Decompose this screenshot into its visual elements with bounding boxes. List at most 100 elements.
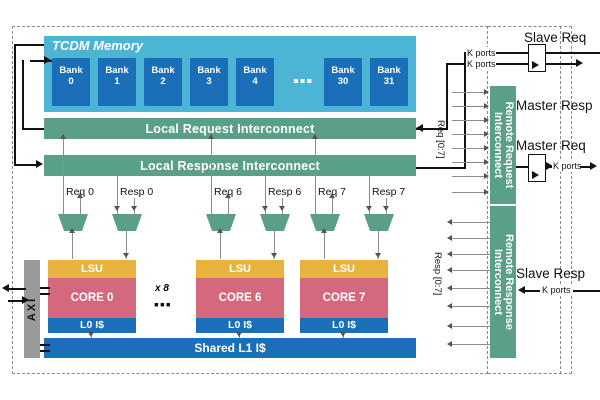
remote-response-line1: Remote Response: [503, 234, 515, 330]
tile-7-resp-mux: [364, 214, 394, 231]
tile-0-resp-mux: [112, 214, 142, 231]
memory-bank-31: Bank 31: [370, 58, 408, 106]
remote-resp-output-3: [452, 270, 490, 272]
buffer-triangle-icon: [532, 171, 539, 179]
slave-resp-arrow: [518, 286, 525, 294]
bank-label: Bank: [105, 65, 129, 76]
shared-l1-icache: Shared L1 I$: [44, 338, 416, 358]
remote-req-input-arrow-5: [484, 159, 489, 165]
bank-label: Bank: [331, 65, 355, 76]
tile-0-lsu-req-arrow: [69, 228, 75, 233]
wire-req-corner: [30, 60, 32, 62]
chip-edge-divider: [560, 26, 561, 374]
remote-resp-output-arrow-6: [447, 323, 452, 329]
tile-7-req-label: Req 7: [318, 186, 347, 198]
remote-request-line1: Remote Request: [503, 101, 515, 189]
remote-resp-output-arrow-4: [447, 285, 452, 291]
tile-6-req-arrow-up: [208, 134, 214, 139]
local-response-interconnect: Local Response Interconnect: [44, 155, 416, 176]
cluster-boundary: [12, 26, 488, 374]
tile-7-lsu-req-wire: [324, 231, 326, 259]
k-ports-label-master-req: K ports: [552, 160, 583, 172]
tile-0-req-up-wire: [63, 139, 65, 214]
wire-req-feedback-bottom: [22, 128, 44, 130]
bank-index: 0: [68, 76, 74, 87]
remote-resp-output-2: [452, 254, 490, 256]
local-request-interconnect: Local Request Interconnect: [44, 118, 416, 139]
remote-response-interconnect: Remote Response Interconnect: [490, 206, 516, 358]
tile-6-lsu-resp-wire: [274, 231, 276, 259]
l0-to-l1-arrow-7: [340, 332, 346, 337]
tile-7-resp-local-arrow: [383, 206, 389, 211]
wire-resp-to-interconnect: [14, 164, 36, 166]
tile-7-req-mux: [310, 214, 340, 231]
remote-req-input-7: [452, 192, 488, 194]
axi-interface: AXI: [24, 260, 40, 358]
buffer-triangle-icon: [532, 61, 539, 69]
axi-core-wire-a: [40, 287, 50, 289]
tile-6-resp-local-arrow: [279, 206, 285, 211]
memory-bank-4: Bank 4: [236, 58, 274, 106]
core-column-6: LSU CORE 6 L0 I$: [196, 260, 284, 333]
memory-bank-2: Bank 2: [144, 58, 182, 106]
remote-req-input-4: [452, 148, 488, 150]
lsu-block-7: LSU: [300, 260, 388, 278]
k-ports-label-slave-resp: K ports: [540, 284, 573, 296]
remote-response-interconnect-label: Remote Response Interconnect: [490, 206, 516, 358]
master-req-label: Master Req: [516, 138, 586, 153]
memory-bank-0: Bank 0: [52, 58, 90, 106]
slave-req-wire-top: [496, 52, 600, 54]
tile-0-req-local-arrow: [77, 193, 83, 198]
remote-request-line2: Interconnect: [492, 111, 504, 178]
l0-icache-7: L0 I$: [300, 318, 388, 333]
memory-bank-3: Bank 3: [190, 58, 228, 106]
remote-resp-output-arrow-1: [447, 235, 452, 241]
wire-remote-into-local-req: [416, 128, 448, 130]
bank-label: Bank: [151, 65, 175, 76]
tile-7-lsu-resp-arrow: [375, 253, 381, 258]
wire-req-feedback-top: [30, 60, 52, 62]
tile-0-lsu-resp-wire: [126, 231, 128, 259]
core-column-0: LSU CORE 0 L0 I$: [48, 260, 136, 333]
remote-req-input-3: [452, 134, 488, 136]
tile-6-req-mux: [206, 214, 236, 231]
arrow-req-to-banks: [44, 56, 51, 64]
remote-response-bus-text: Resp [0:7]: [432, 252, 443, 296]
master-req-wire-out: [580, 166, 594, 168]
tile-0-req-label: Req 0: [66, 186, 95, 198]
memory-bank-1: Bank 1: [98, 58, 136, 106]
tile-6-lsu-resp-arrow: [271, 253, 277, 258]
tile-0-req-local-wire: [80, 198, 82, 214]
tile-7-resp-arrow-down: [366, 206, 372, 211]
l0-icache-6: L0 I$: [196, 318, 284, 333]
bank-ellipsis: ▪▪▪: [292, 73, 313, 90]
remote-resp-output-arrow-0: [447, 219, 452, 225]
tile-7-req-local-wire: [332, 198, 334, 214]
bank-label: Bank: [243, 65, 267, 76]
k-ports-label-lower: K ports: [466, 58, 497, 70]
arrow-remote-into-local-req: [416, 124, 423, 132]
tile-6-lsu-req-wire: [220, 231, 222, 259]
tile-6-req-up-wire: [211, 139, 213, 214]
remote-resp-output-6: [452, 326, 490, 328]
tile-0-resp-local-arrow: [131, 206, 137, 211]
lsu-block-0: LSU: [48, 260, 136, 278]
wire-local-resp-right: [416, 167, 466, 169]
remote-request-bus-text: Req [0:7]: [435, 120, 446, 159]
tile-6-resp-down-wire: [265, 176, 267, 214]
tile-6-lsu-req-arrow: [217, 228, 223, 233]
remote-req-input-arrow-7: [484, 189, 489, 195]
tile-7-resp-down-wire: [369, 176, 371, 214]
remote-response-line2: Interconnect: [492, 248, 504, 315]
axi-out-arrow-left: [2, 284, 9, 292]
core-block-7: CORE 7: [300, 278, 388, 318]
master-resp-label: Master Resp: [516, 98, 593, 113]
remote-resp-output-arrow-3: [447, 267, 452, 273]
remote-req-input-5: [452, 162, 488, 164]
wire-kports-corner: [464, 52, 466, 63]
tile-6-resp-label: Resp 6: [268, 186, 302, 198]
tile-6-resp-arrow-down: [262, 206, 268, 211]
master-req-buffer: [528, 154, 546, 182]
l0-to-l1-arrow-6: [236, 332, 242, 337]
